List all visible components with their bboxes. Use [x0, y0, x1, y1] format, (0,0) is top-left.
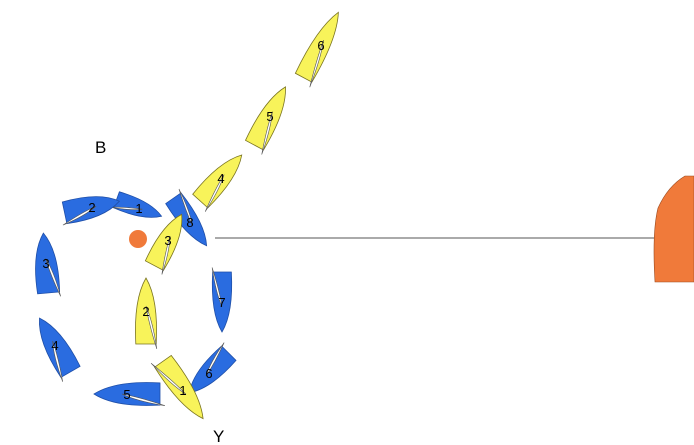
- yellow-fleet-boats: 1 2 3 4 5 6: [135, 11, 339, 420]
- blue-boat-4: [39, 317, 81, 382]
- yellow-boat-5-hull: [244, 86, 286, 151]
- blue-boat-6-sail: [205, 342, 225, 377]
- blue-boat-6-hull: [188, 345, 237, 394]
- blue-boat-1: [109, 191, 163, 218]
- blue-boat-1-number: 1: [135, 201, 142, 216]
- blue-boat-2-sail: [62, 205, 97, 226]
- yellow-boat-3-number: 3: [164, 233, 171, 248]
- blue-boat-5-number: 5: [123, 387, 130, 402]
- yellow-boat-6-hull: [294, 11, 339, 83]
- yellow-boat-4-number: 4: [217, 171, 224, 186]
- blue-boat-4-hull: [39, 317, 81, 378]
- yellow-boat-1-sail: [150, 362, 187, 395]
- yellow-boat-5-sail: [261, 111, 273, 155]
- blue-boat-8-number: 8: [186, 215, 193, 230]
- committee-boat: [653, 175, 694, 283]
- blue-boat-4-number: 4: [51, 338, 58, 353]
- blue-boat-3-number: 3: [42, 256, 49, 271]
- blue-boat-5-sail: [121, 393, 166, 406]
- blue-boat-3-sail: [45, 258, 61, 297]
- blue-boat-4-sail: [52, 340, 63, 382]
- blue-boat-2-number: 2: [88, 200, 95, 215]
- blue-boat-6-number: 6: [205, 366, 212, 381]
- yellow-boat-4: [192, 154, 243, 212]
- yellow-boat-2: [135, 277, 158, 350]
- yellow-boat-5-number: 5: [266, 109, 273, 124]
- blue-boat-7-number: 7: [218, 295, 225, 310]
- yellow-boat-1-number: 1: [179, 383, 186, 398]
- yellow-boat-6: [294, 11, 339, 88]
- blue-boat-8-sail: [178, 188, 193, 226]
- yellow-boat-2-number: 2: [142, 304, 149, 319]
- yellow-boat-3-sail: [161, 236, 171, 275]
- yellow-boat-5: [244, 86, 286, 155]
- blue-boat-2: [61, 196, 121, 226]
- yellow-boat-4-sail: [204, 174, 225, 212]
- blue-boat-7-sail: [211, 267, 223, 307]
- fleet-b-label: B: [95, 138, 106, 157]
- blue-boat-6: [188, 342, 237, 394]
- yellow-boat-2-sail: [145, 305, 158, 350]
- yellow-boat-6-number: 6: [317, 38, 324, 53]
- blue-boat-8-hull: [165, 192, 208, 247]
- yellow-boat-3: [144, 213, 183, 275]
- fleet-y-label: Y: [213, 427, 224, 445]
- blue-boat-8: [165, 188, 208, 247]
- yellow-boat-1: [150, 354, 204, 420]
- blue-boat-5: [93, 382, 166, 406]
- yellow-boat-3-hull: [144, 213, 183, 271]
- yellow-boat-4-hull: [192, 154, 243, 209]
- blue-fleet-boats: 1 2 3 4 5 6 7 8: [35, 188, 237, 406]
- orange-mark-buoy: [129, 230, 147, 248]
- yellow-boat-6-sail: [309, 39, 324, 88]
- blue-boat-7: [211, 267, 233, 333]
- blue-boat-3: [35, 232, 61, 297]
